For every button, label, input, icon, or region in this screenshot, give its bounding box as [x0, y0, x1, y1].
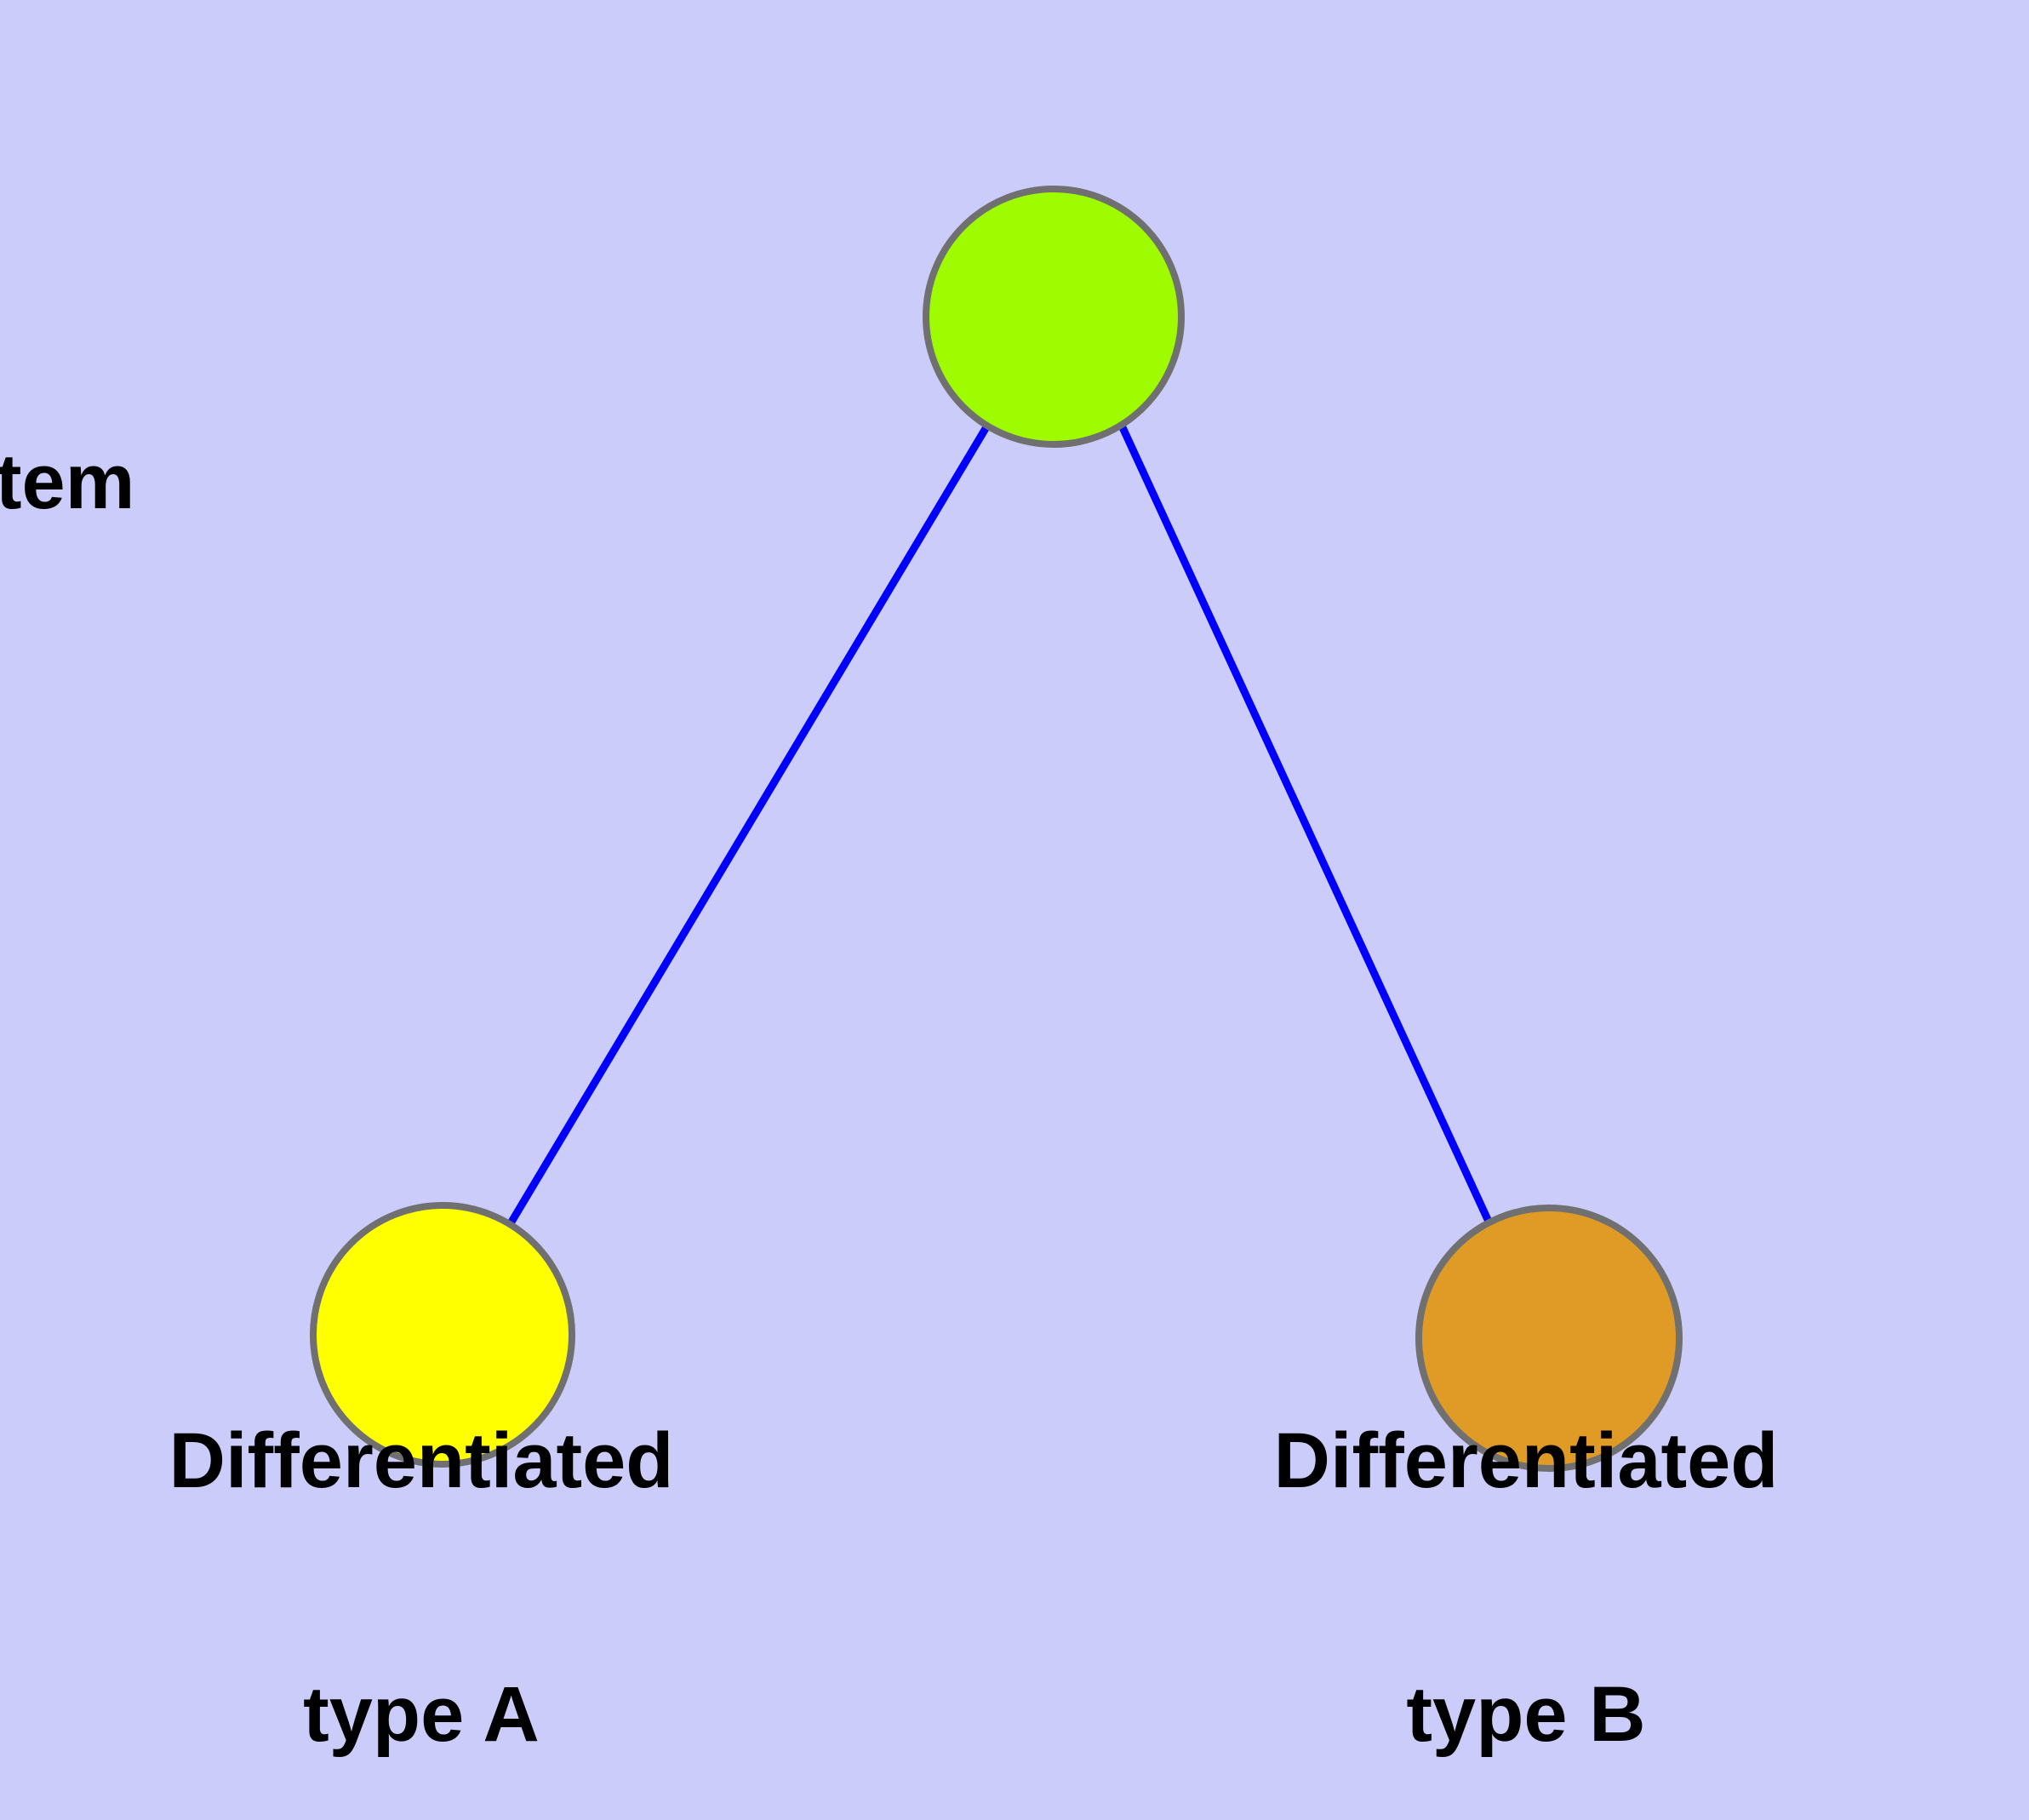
node-layer	[310, 186, 1683, 1472]
edge-layer	[507, 423, 1494, 1226]
node-diff-a-circle[interactable]	[310, 1202, 575, 1468]
node-diff-b-circle[interactable]	[1415, 1205, 1683, 1472]
edge-stem-to-diff-a[interactable]	[507, 423, 991, 1226]
node-stem-circle[interactable]	[923, 186, 1185, 448]
edge-stem-to-diff-b[interactable]	[1117, 424, 1494, 1225]
